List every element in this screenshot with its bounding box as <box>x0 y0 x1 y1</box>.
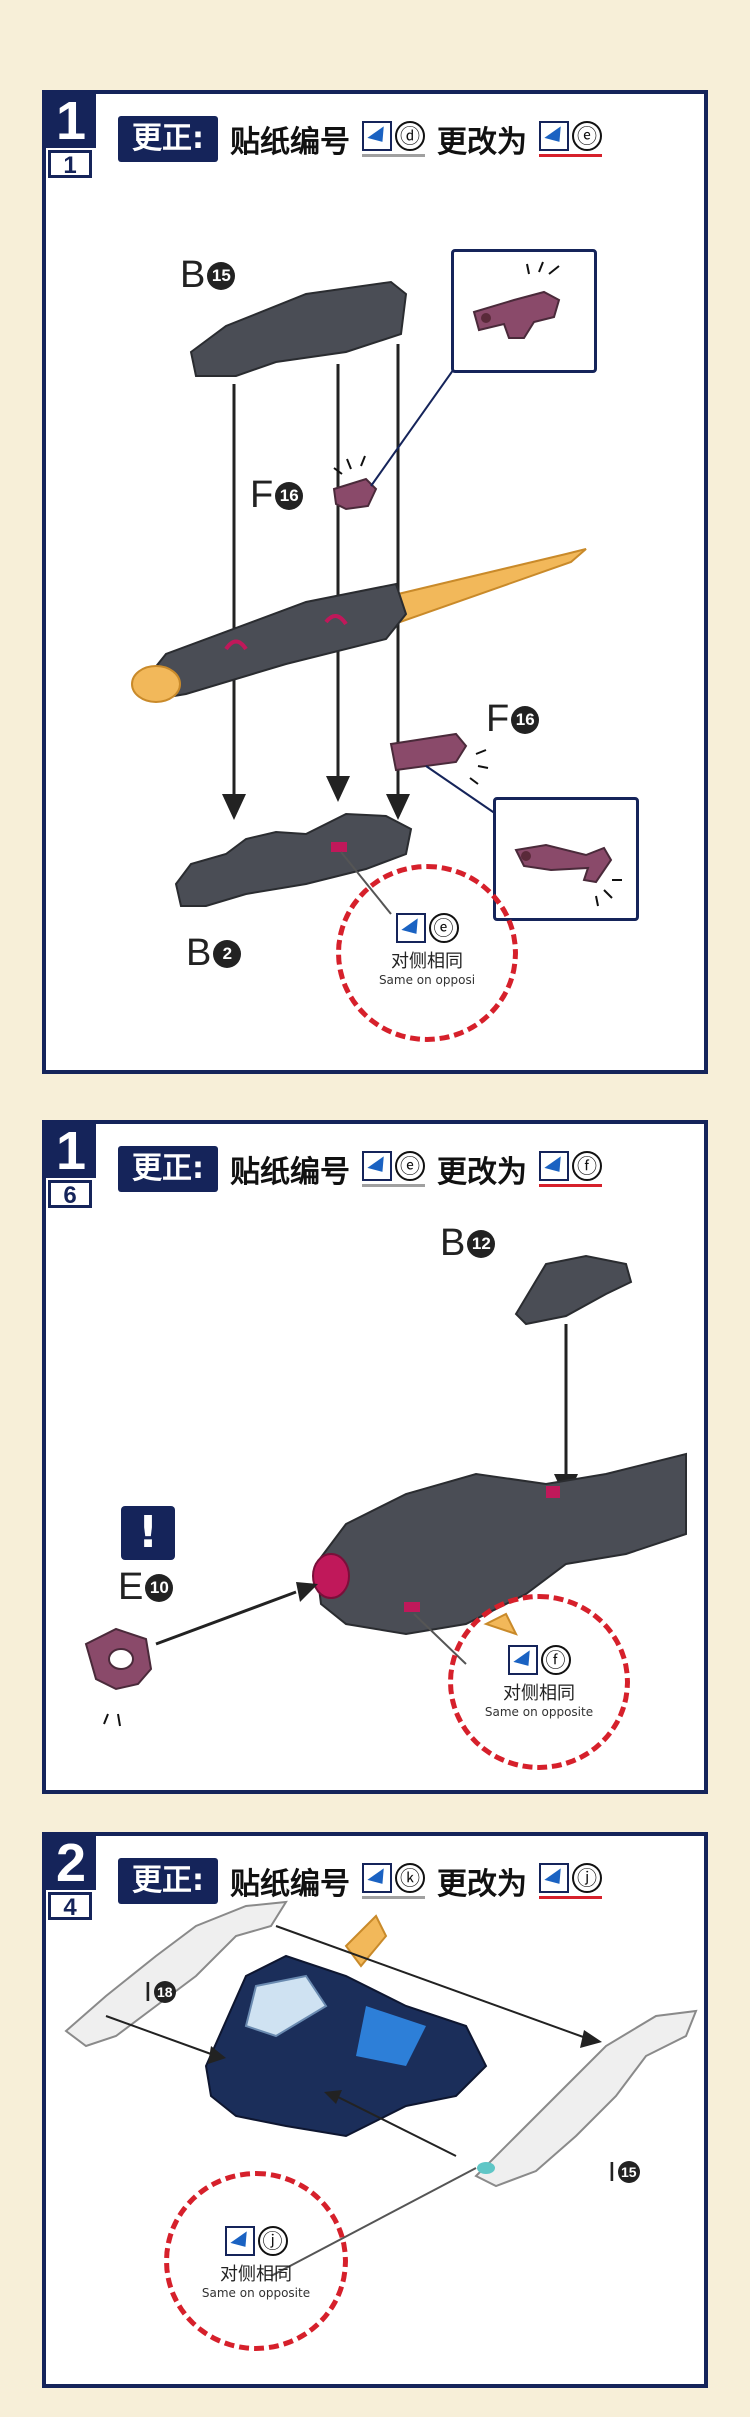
assembly-illustration-1 <box>131 280 587 915</box>
callout-zh-text: 对侧相同 <box>391 951 463 972</box>
correction-text: 贴纸编号 <box>230 1155 350 1190</box>
step-indicator: 2 4 <box>46 1836 98 1922</box>
detail-zoom-box-bottom <box>493 797 639 921</box>
step-number: 2 <box>46 1836 96 1890</box>
correction-note: 更正: 贴纸编号 ⓔ 更改为 ⓕ <box>118 1146 602 1192</box>
callout-en-text: Same on opposite <box>484 1705 594 1719</box>
sticker-callout: ⓔ 对侧相同 Same on opposi <box>336 864 518 1042</box>
correction-note: 更正: 贴纸编号 ⓚ 更改为 ⓙ <box>118 1858 602 1904</box>
correction-badge: 更正: <box>118 1146 218 1192</box>
substep-number: 1 <box>48 150 92 179</box>
callout-sticker-code: ⓕ <box>540 1645 571 1675</box>
callout-zh-text: 对侧相同 <box>503 1683 575 1704</box>
correction-change-text: 更改为 <box>437 1867 527 1902</box>
callout-en-text: Same on opposite <box>201 2286 311 2300</box>
sticker-callout: ⓕ 对侧相同 Same on opposite <box>448 1594 630 1770</box>
new-sticker-code: ⓕ <box>539 1151 602 1187</box>
correction-note: 更正: 贴纸编号 ⓓ 更改为 ⓔ <box>118 116 602 162</box>
old-sticker-code: ⓔ <box>362 1151 425 1187</box>
new-sticker-code: ⓙ <box>539 1863 602 1899</box>
sticker-icon <box>362 1863 392 1893</box>
sticker-icon <box>539 121 569 151</box>
callout-sticker-code: ⓙ <box>257 2226 288 2256</box>
callout-zh-text: 对侧相同 <box>220 2264 292 2285</box>
sticker-icon <box>539 1863 569 1893</box>
step-indicator: 1 6 <box>46 1124 98 1210</box>
sticker-callout: ⓙ 对侧相同 Same on opposite <box>164 2171 348 2351</box>
old-sticker-code: ⓓ <box>362 121 425 157</box>
step-number: 1 <box>46 1124 96 1178</box>
sticker-icon <box>507 1645 538 1675</box>
correction-badge: 更正: <box>118 1858 218 1904</box>
warning-icon: ! <box>121 1506 175 1560</box>
correction-text: 贴纸编号 <box>230 1867 350 1902</box>
detail-zoom-box-top <box>451 249 597 373</box>
sticker-icon <box>362 1151 392 1181</box>
sticker-icon <box>395 913 426 943</box>
instruction-panel-1: 1 1 更正: 贴纸编号 ⓓ 更改为 ⓔ <box>42 90 708 1074</box>
new-sticker-code: ⓔ <box>539 121 602 157</box>
sticker-icon <box>539 1151 569 1181</box>
purple-part-detail <box>514 843 622 907</box>
assembly-illustration-3 <box>64 1900 698 2277</box>
correction-text: 贴纸编号 <box>230 125 350 160</box>
callout-en-text: Same on opposi <box>378 973 476 987</box>
substep-number: 6 <box>48 1180 92 1209</box>
callout-sticker-code: ⓔ <box>428 913 459 943</box>
purple-part-detail <box>472 261 561 339</box>
correction-change-text: 更改为 <box>437 1155 527 1190</box>
step-number: 1 <box>46 94 96 148</box>
old-sticker-code: ⓚ <box>362 1863 425 1899</box>
sticker-icon <box>362 121 392 151</box>
sticker-icon <box>224 2226 255 2256</box>
step-indicator: 1 1 <box>46 94 98 180</box>
substep-number: 4 <box>48 1892 92 1921</box>
correction-badge: 更正: <box>118 116 218 162</box>
correction-change-text: 更改为 <box>437 125 527 160</box>
